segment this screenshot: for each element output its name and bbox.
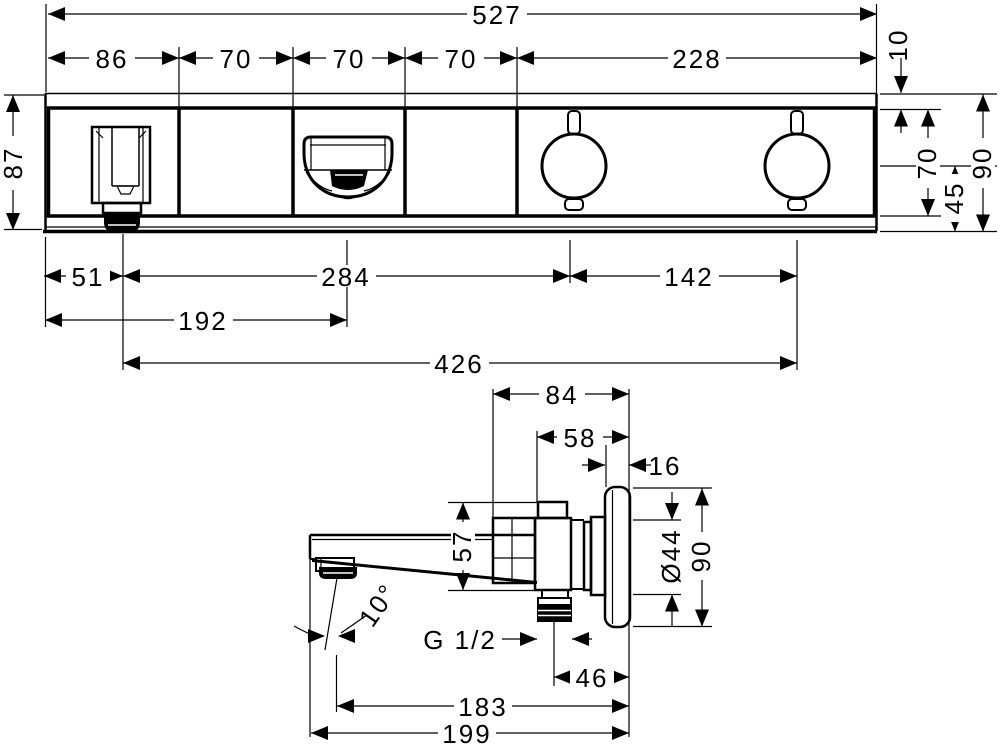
handshower-holder [90, 125, 152, 232]
dim-label-45: 45 [939, 182, 969, 215]
dim-label-57: 57 [447, 530, 477, 563]
threaded-outlet [537, 589, 572, 622]
panel-outline [43, 92, 878, 234]
knob-cylinder-side [589, 515, 607, 597]
dim-depth-total: 84 [493, 380, 629, 410]
dim-thread-to-wall: 46 [554, 663, 629, 693]
dim-label-90-front: 90 [967, 147, 997, 180]
front-view: 527 86 70 70 70 228 [0, 0, 997, 379]
dim-label-70a: 70 [220, 44, 253, 74]
dim-label-142: 142 [664, 262, 713, 292]
dim-body-height: 57 [447, 502, 477, 590]
dim-connection: G 1/2 [423, 625, 592, 655]
control-grip [330, 170, 368, 190]
dim-inset-top: 10 [883, 29, 913, 133]
dim-knob-vertical: 70 [912, 109, 942, 216]
dim-label-dia44: Ø44 [656, 528, 686, 583]
dim-label-10deg: 10° [353, 578, 404, 632]
dim-label-284: 284 [321, 262, 370, 292]
dim-knob-to-bottom: 45 [939, 166, 969, 232]
dim-holder-to-knob2: 426 [123, 349, 797, 379]
dim-label-10: 10 [883, 29, 913, 62]
dim-label-51: 51 [72, 262, 105, 292]
dim-label-g12: G 1/2 [423, 625, 497, 655]
dim-label-87: 87 [0, 147, 28, 180]
holder-nut [104, 213, 140, 232]
side-view: 84 58 16 57 Ø4 [293, 380, 716, 748]
wall-flange [603, 485, 632, 629]
dim-knob-diameter: Ø44 [656, 492, 686, 627]
dim-aerator-to-wall: 183 [337, 692, 629, 722]
dim-label-527: 527 [472, 0, 521, 30]
diverter-control [302, 135, 394, 200]
knob-right [763, 110, 831, 211]
dim-spout-length: 199 [311, 719, 629, 748]
knob-left [540, 110, 608, 211]
side-extension-lines [309, 389, 712, 737]
dim-edge-to-control: 192 [45, 306, 347, 336]
dim-flange-depth: 16 [582, 451, 682, 481]
dim-label-58: 58 [564, 423, 597, 453]
dim-depth-body: 58 [537, 423, 629, 453]
dim-row-centers: 51 284 142 [44, 262, 797, 292]
dim-label-90-side: 90 [686, 540, 716, 573]
dim-label-16: 16 [649, 451, 682, 481]
thread [537, 605, 572, 622]
dim-label-46: 46 [576, 663, 609, 693]
dim-height-left: 87 [0, 95, 28, 230]
dim-label-228: 228 [672, 44, 721, 74]
dim-label-84: 84 [546, 380, 579, 410]
dim-label-86: 86 [96, 44, 129, 74]
spout-outline [308, 533, 538, 584]
dim-height-right: 90 [967, 94, 997, 232]
dim-label-199: 199 [442, 719, 491, 748]
mounting-block [491, 516, 537, 585]
dim-label-192: 192 [178, 306, 227, 336]
dim-segment-row: 86 70 70 70 228 [48, 44, 877, 74]
dim-label-426: 426 [434, 349, 483, 379]
dim-label-70-right: 70 [912, 147, 942, 180]
dim-flange-height: 90 [686, 488, 716, 627]
dim-label-70c: 70 [445, 44, 478, 74]
dim-label-183: 183 [458, 692, 507, 722]
dim-total-width: 527 [48, 0, 877, 30]
dim-label-70b: 70 [333, 44, 366, 74]
